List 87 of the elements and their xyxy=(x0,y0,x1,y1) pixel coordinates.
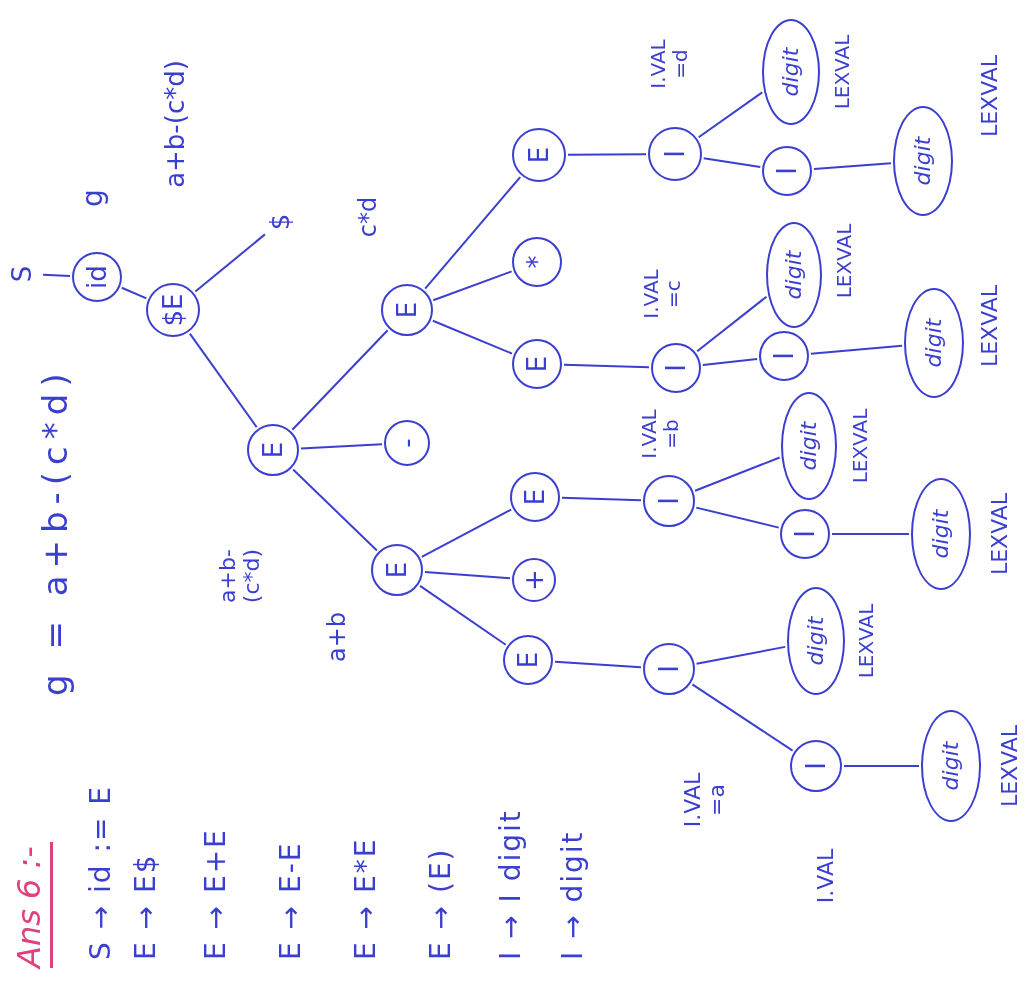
node-annotation: LEXVAL xyxy=(977,283,1003,370)
node-annotation: LEXVAL xyxy=(997,723,1023,810)
tree-node-circle: I xyxy=(643,475,695,527)
tree-node-circle: I xyxy=(780,509,830,559)
tree-node-circle: I xyxy=(790,740,842,792)
node-annotation: I.VAL xyxy=(813,847,839,906)
grammar-rule: E → E+E xyxy=(198,828,232,960)
tree-node-circle: E xyxy=(371,544,423,596)
tree-edge xyxy=(291,329,389,431)
tree-edge xyxy=(419,584,507,646)
tree-edge xyxy=(843,765,920,767)
tree-edge xyxy=(431,319,514,355)
node-annotation: a+b-(c*d) xyxy=(160,59,190,190)
heading: Ans 6 :- xyxy=(10,842,53,968)
tree-node-circle: I xyxy=(651,343,701,393)
grammar-rule: I → I digit xyxy=(493,809,527,960)
tree-node-circle: - xyxy=(384,420,430,466)
node-annotation: LEXVAL xyxy=(855,602,877,681)
tree-edge xyxy=(702,157,762,168)
tree-node-text: $ xyxy=(260,207,300,237)
tree-edge xyxy=(695,645,787,665)
node-annotation: a+b- (c*d) xyxy=(215,547,265,606)
tree-node-circle: I xyxy=(762,146,812,196)
grammar-rule: E → E$ xyxy=(128,853,162,960)
tree-node-circle: I xyxy=(648,127,702,181)
node-annotation: a+b xyxy=(323,610,351,665)
tree-node-circle: * xyxy=(512,237,562,287)
tree-node-circle: id xyxy=(72,252,122,302)
tree-edge xyxy=(694,456,781,492)
tree-edge xyxy=(809,344,904,355)
tree-edge xyxy=(424,176,522,290)
node-annotation: g xyxy=(77,188,109,209)
node-annotation: c*d xyxy=(354,195,382,240)
tree-node-circle: E xyxy=(512,128,566,182)
tree-edge xyxy=(188,332,258,429)
tree-node-circle: E xyxy=(381,284,433,336)
grammar-rule: E → (E) xyxy=(423,847,457,960)
tree-edge xyxy=(563,363,650,369)
tree-node-circle: E xyxy=(512,339,562,389)
node-annotation: I.VAL =a xyxy=(680,771,730,830)
tree-node-ellipse: digit xyxy=(762,19,820,125)
node-annotation: LEXVAL xyxy=(831,33,853,112)
tree-node-ellipse: digit xyxy=(781,392,837,500)
tree-node-ellipse: digit xyxy=(921,710,981,822)
tree-edge xyxy=(695,506,780,529)
node-annotation: LEXVAL xyxy=(977,53,1003,140)
tree-node-ellipse: digit xyxy=(787,587,845,695)
tree-node-circle: E xyxy=(503,635,553,685)
node-annotation: LEXVAL xyxy=(849,407,871,486)
tree-node-circle: E xyxy=(247,424,299,476)
node-annotation: I.VAL =c xyxy=(640,268,684,321)
tree-edge xyxy=(194,233,266,293)
node-annotation: LEXVAL xyxy=(833,222,855,301)
tree-node-text: S xyxy=(3,260,41,288)
tree-node-ellipse: digit xyxy=(904,288,964,398)
tree-edge xyxy=(561,496,642,502)
tree-edge xyxy=(120,286,148,300)
grammar-rule: S → id := E xyxy=(83,785,117,960)
grammar-rule: I → digit xyxy=(555,830,589,960)
tree-edge xyxy=(292,468,378,552)
tree-edge xyxy=(553,660,643,669)
tree-node-circle: E xyxy=(510,472,560,522)
tree-node-circle: I xyxy=(759,331,809,381)
tree-edge xyxy=(567,153,647,156)
tree-edge xyxy=(41,273,71,277)
tree-node-ellipse: digit xyxy=(911,478,971,590)
tree-node-circle: + xyxy=(512,558,556,602)
tree-edge xyxy=(697,91,764,139)
node-annotation: I.VAL =b xyxy=(638,408,682,461)
tree-edge xyxy=(423,571,512,580)
tree-edge xyxy=(432,270,513,302)
node-annotation: I.VAL =d xyxy=(647,38,691,91)
expression-text: g = a+b-(c*d) xyxy=(35,366,75,696)
tree-node-circle: $E xyxy=(146,283,200,337)
tree-edge xyxy=(812,162,893,170)
tree-edge xyxy=(299,443,384,450)
tree-node-circle: I xyxy=(643,643,695,695)
tree-node-ellipse: digit xyxy=(766,222,822,328)
grammar-rule: E → E-E xyxy=(273,841,307,960)
node-annotation: LEXVAL xyxy=(987,491,1013,578)
tree-node-ellipse: digit xyxy=(893,106,953,216)
grammar-rule: E → E*E xyxy=(348,837,382,960)
tree-edge xyxy=(420,508,513,558)
tree-edge xyxy=(831,533,910,535)
tree-edge xyxy=(691,683,794,752)
tree-edge xyxy=(696,295,768,353)
tree-edge xyxy=(701,358,759,366)
